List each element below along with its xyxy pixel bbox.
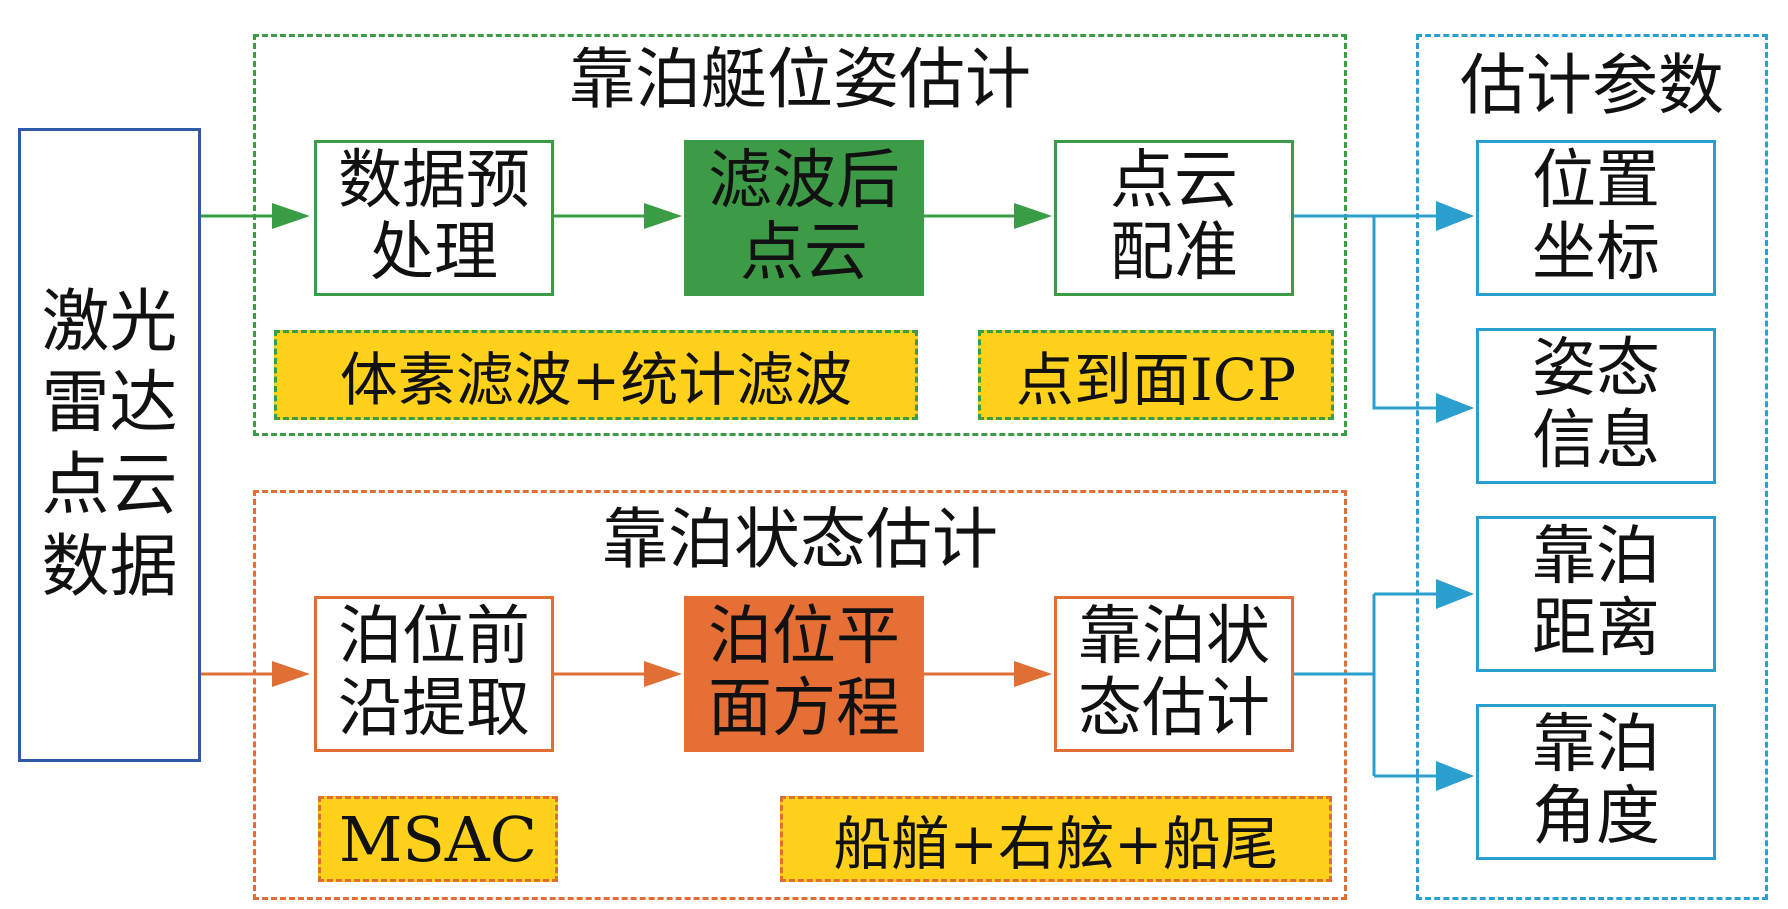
- param-distance-line2: 距离: [1532, 592, 1660, 666]
- state-arrows: [201, 661, 1052, 687]
- state-step-plane-equation-line1: 泊位平: [708, 600, 900, 675]
- pose-step-filtered-cloud: 滤波后 点云: [684, 140, 924, 296]
- pose-step-registration-line2: 配准: [1110, 216, 1238, 290]
- state-step-state-estimate-line1: 靠泊状: [1078, 600, 1270, 675]
- lidar-line: 数据: [41, 527, 178, 607]
- pose-estimation-title: 靠泊艇位姿估计: [569, 41, 1031, 118]
- state-step-state-estimate: 靠泊状 态估计: [1054, 596, 1294, 752]
- state-method-hull-points: 船艏+右舷+船尾: [780, 796, 1332, 882]
- state-step-berth-front: 泊位前 沿提取: [314, 596, 554, 752]
- param-attitude-line1: 姿态: [1532, 332, 1660, 407]
- param-attitude: 姿态 信息: [1476, 328, 1716, 484]
- parameter-arrows: [1294, 201, 1474, 791]
- param-distance: 靠泊 距离: [1476, 516, 1716, 672]
- parameters-title: 估计参数: [1460, 47, 1724, 124]
- pose-step-preprocess-line1: 数据预: [338, 144, 530, 219]
- pose-estimation-group: [253, 34, 1347, 436]
- state-step-state-estimate-line2: 态估计: [1078, 672, 1270, 746]
- pose-step-registration: 点云 配准: [1054, 140, 1294, 296]
- state-step-berth-front-line1: 泊位前: [338, 600, 530, 675]
- pose-method-filtering: 体素滤波+统计滤波: [274, 330, 918, 420]
- lidar-line: 点云: [41, 446, 178, 525]
- state-step-plane-equation: 泊位平 面方程: [684, 596, 924, 752]
- param-attitude-line2: 信息: [1532, 404, 1660, 478]
- state-step-plane-equation-line2: 面方程: [708, 672, 900, 746]
- lidar-line: 激光: [41, 282, 178, 362]
- state-estimation-title: 靠泊状态估计: [602, 501, 998, 578]
- param-angle: 靠泊 角度: [1476, 704, 1716, 860]
- state-estimation-group: [253, 490, 1347, 900]
- param-position-line1: 位置: [1532, 144, 1660, 219]
- parameters-group: [1416, 34, 1768, 900]
- pose-step-filtered-cloud-line1: 滤波后: [708, 144, 900, 219]
- state-step-berth-front-line2: 沿提取: [338, 672, 530, 746]
- state-method-msac: MSAC: [318, 796, 558, 882]
- param-angle-line2: 角度: [1532, 780, 1660, 854]
- pose-step-preprocess-line2: 处理: [370, 216, 498, 290]
- lidar-line: 雷达: [41, 364, 178, 444]
- pose-step-registration-line1: 点云: [1110, 144, 1238, 219]
- pose-arrows: [201, 203, 1052, 229]
- param-position-line2: 坐标: [1532, 216, 1660, 290]
- pose-step-filtered-cloud-line2: 点云: [740, 216, 868, 290]
- lidar-point-cloud-box: 激光 雷达 点云 数据: [18, 128, 201, 762]
- pose-method-icp: 点到面ICP: [978, 330, 1334, 420]
- param-distance-line1: 靠泊: [1532, 520, 1660, 595]
- pose-step-preprocess: 数据预 处理: [314, 140, 554, 296]
- param-position: 位置 坐标: [1476, 140, 1716, 296]
- param-angle-line1: 靠泊: [1532, 708, 1660, 783]
